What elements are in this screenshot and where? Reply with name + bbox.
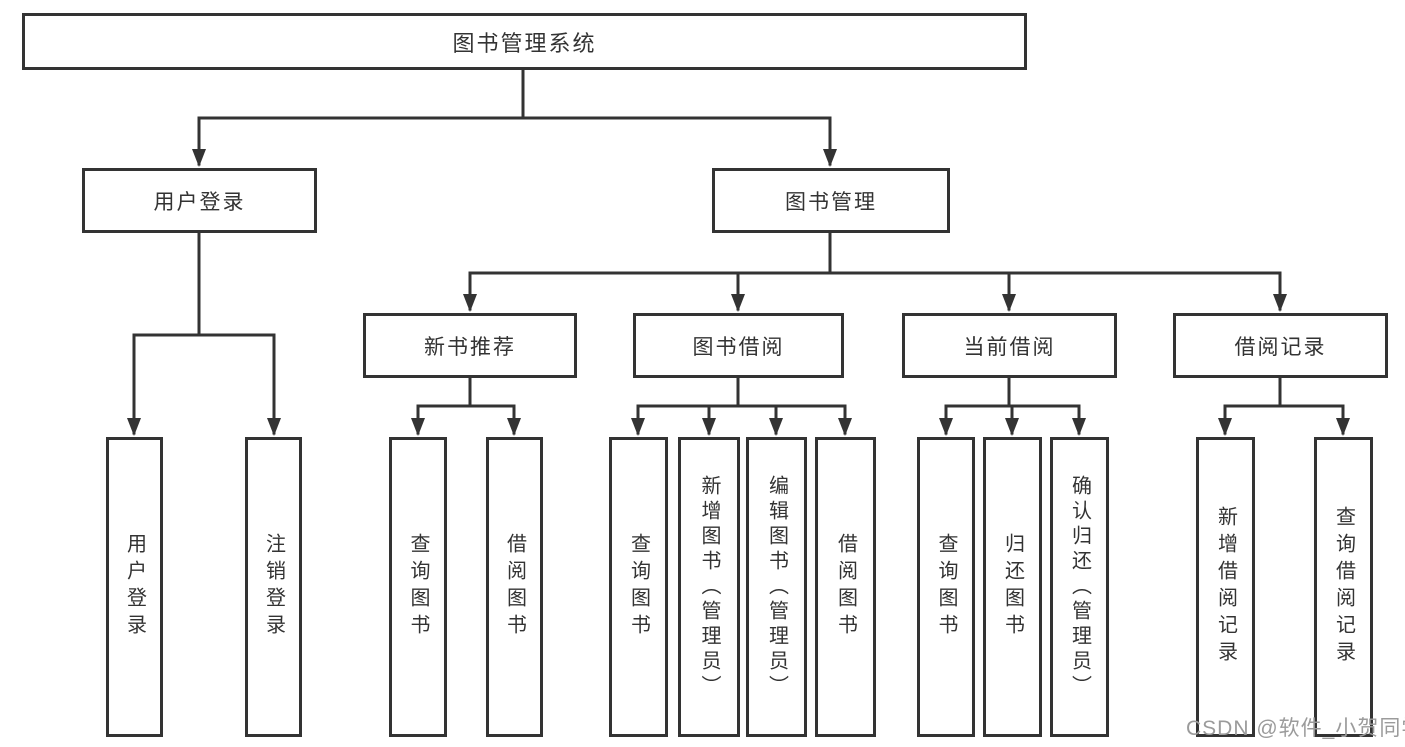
csdn-watermark: CSDN @软件_小贺同学: [1186, 717, 1405, 740]
node-book-borrow: 图书借阅: [633, 313, 844, 378]
leaf-query-books-borrow: 查询图书: [609, 437, 668, 737]
node-book-management: 图书管理: [712, 168, 950, 233]
leaf-confirm-return-admin: 确认归还（管理员）: [1050, 437, 1109, 737]
node-new-book-recommend: 新书推荐: [363, 313, 577, 378]
leaf-borrow-books-recommend: 借阅图书: [486, 437, 543, 737]
leaf-add-borrow-record: 新增借阅记录: [1196, 437, 1255, 737]
leaf-return-books: 归还图书: [983, 437, 1042, 737]
leaf-logout: 注销登录: [245, 437, 302, 737]
node-current-borrow: 当前借阅: [902, 313, 1117, 378]
leaf-edit-books-admin: 编辑图书（管理员）: [746, 437, 807, 737]
leaf-user-login: 用户登录: [106, 437, 163, 737]
node-root: 图书管理系统: [22, 13, 1027, 70]
leaf-borrow-books: 借阅图书: [815, 437, 876, 737]
leaf-add-books-admin: 新增图书（管理员）: [678, 437, 740, 737]
leaf-query-books-current: 查询图书: [917, 437, 975, 737]
node-user-login: 用户登录: [82, 168, 317, 233]
leaf-query-borrow-record: 查询借阅记录: [1314, 437, 1373, 737]
leaf-query-books-recommend: 查询图书: [389, 437, 447, 737]
node-borrow-records: 借阅记录: [1173, 313, 1388, 378]
